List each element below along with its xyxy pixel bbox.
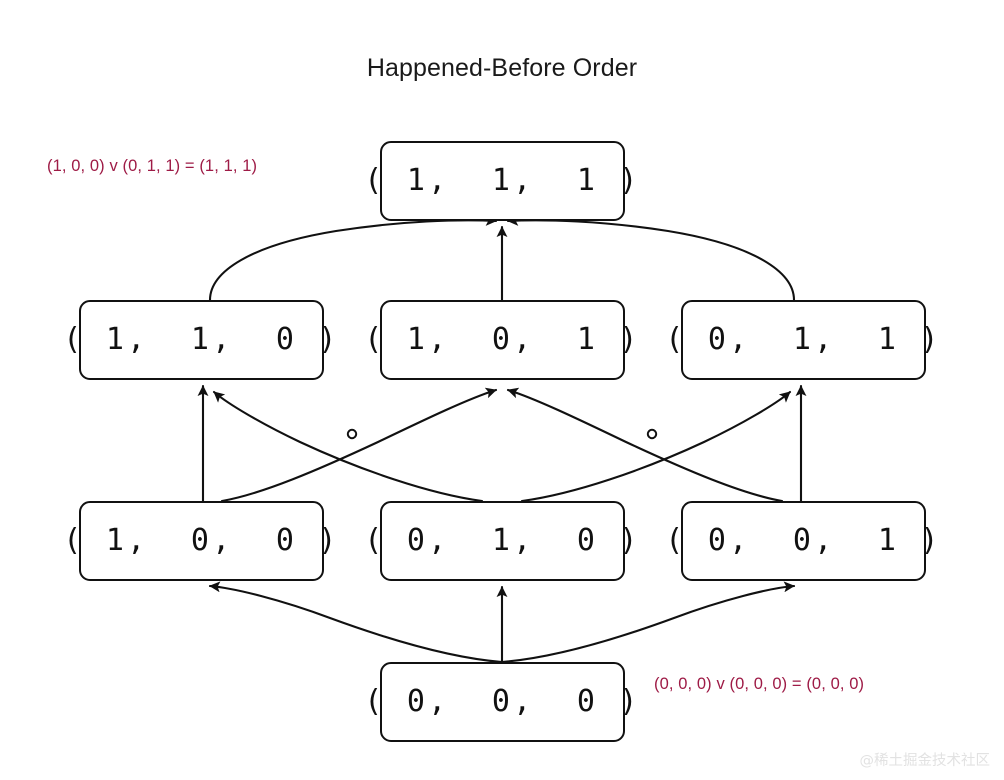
node-0-0-1[interactable]: ( 0, 0, 1 ) — [665, 501, 938, 581]
node-0-0-0[interactable]: ( 0, 0, 0 ) — [364, 662, 637, 742]
page-title: Happened-Before Order — [366, 54, 638, 82]
annotation-join-top: (1, 0, 0) v (0, 1, 1) = (1, 1, 1) — [47, 157, 258, 175]
node-label: ( 0, 1, 0 ) — [364, 523, 641, 558]
edge-010-to-110 — [212, 390, 484, 503]
watermark: @稀土掘金技术社区 — [859, 753, 991, 769]
edge-001-to-101 — [506, 387, 784, 503]
edge-000-to-001 — [500, 581, 796, 664]
node-0-1-0[interactable]: ( 0, 1, 0 ) — [364, 501, 637, 581]
line-hop-icon-left — [346, 428, 358, 440]
node-1-0-1[interactable]: ( 1, 0, 1 ) — [364, 300, 637, 380]
edge-000-to-100 — [208, 581, 504, 664]
node-label: ( 1, 1, 0 ) — [63, 322, 340, 357]
edge-crossing-hops — [346, 428, 658, 440]
edge-100-to-101 — [220, 387, 498, 503]
node-label: ( 0, 0, 0 ) — [364, 684, 641, 719]
node-1-1-1[interactable]: ( 1, 1, 1 ) — [364, 141, 637, 221]
node-0-1-1[interactable]: ( 0, 1, 1 ) — [665, 300, 938, 380]
node-label: ( 1, 1, 1 ) — [364, 163, 641, 198]
node-label: ( 1, 0, 0 ) — [63, 523, 340, 558]
annotation-join-bottom: (0, 0, 0) v (0, 0, 0) = (0, 0, 0) — [654, 675, 865, 693]
node-label: ( 1, 0, 1 ) — [364, 322, 641, 357]
node-label: ( 0, 1, 1 ) — [665, 322, 942, 357]
edge-110-to-111 — [208, 214, 498, 302]
edge-011-to-111 — [506, 214, 796, 302]
node-1-1-0[interactable]: ( 1, 1, 0 ) — [63, 300, 336, 380]
edge-010-to-011 — [520, 390, 792, 503]
line-hop-icon-right — [646, 428, 658, 440]
node-label: ( 0, 0, 1 ) — [665, 523, 942, 558]
node-1-0-0[interactable]: ( 1, 0, 0 ) — [63, 501, 336, 581]
